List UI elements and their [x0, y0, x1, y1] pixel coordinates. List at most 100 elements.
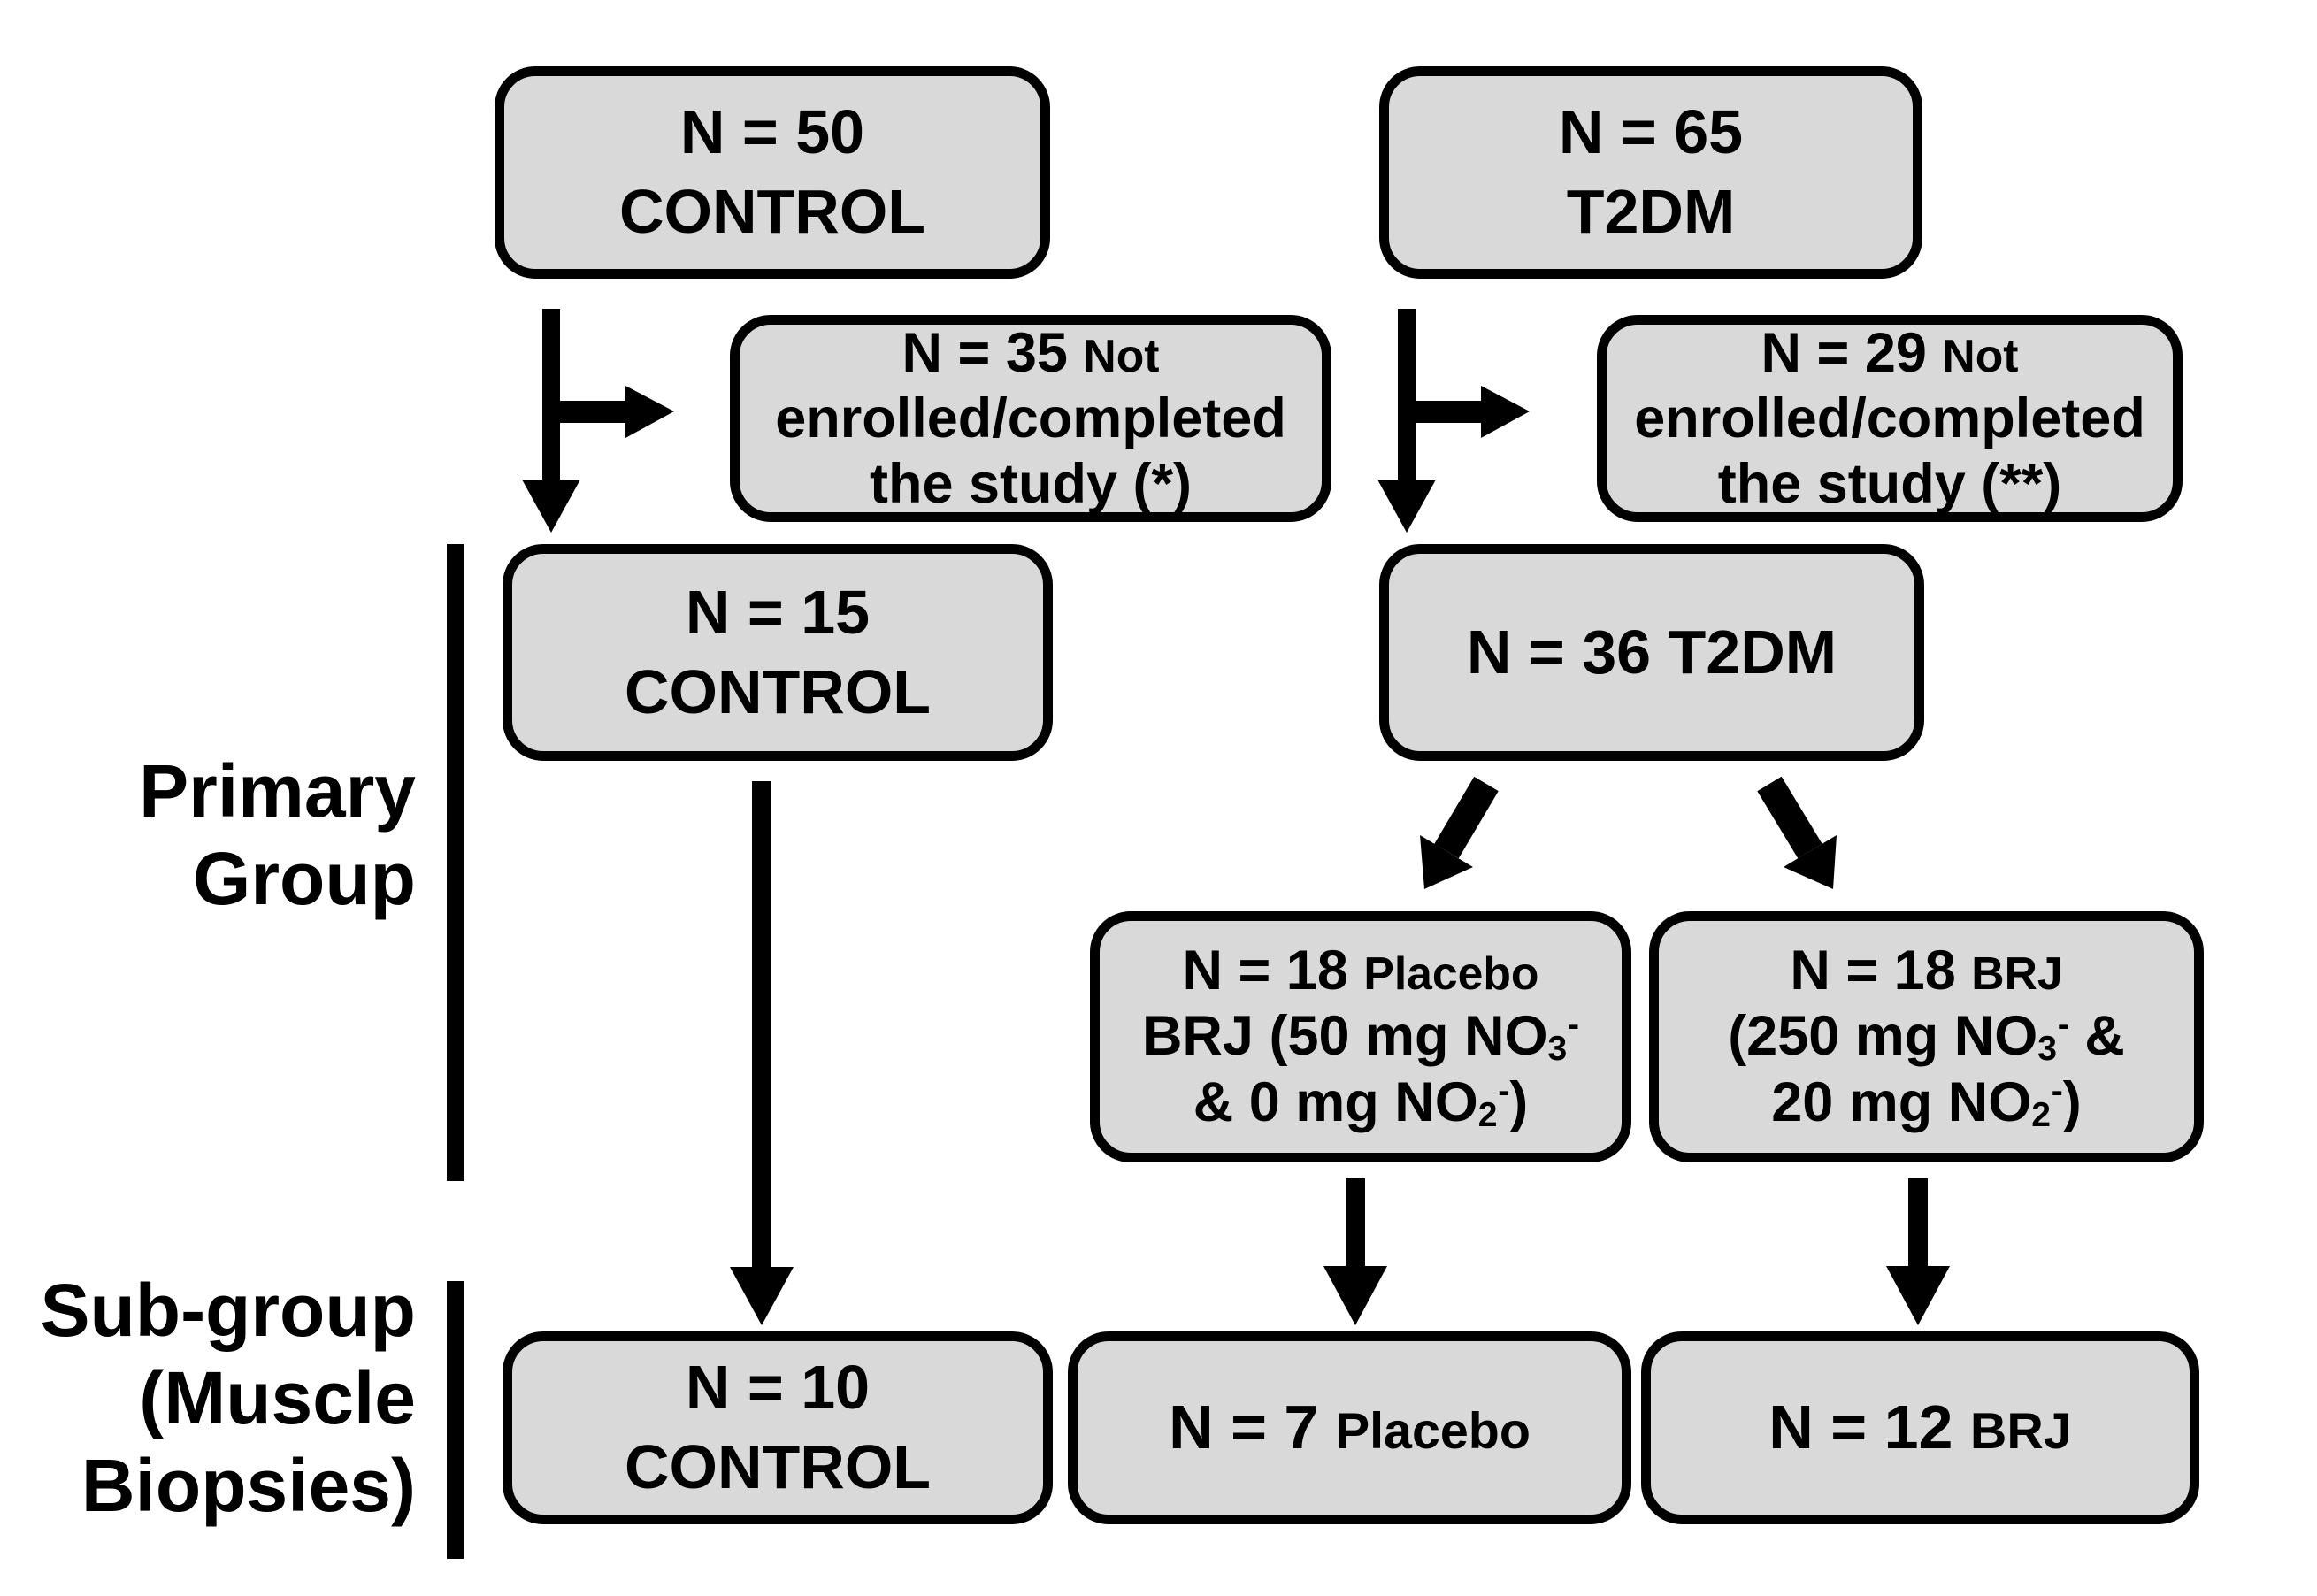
- brj-group-box: N = 18 BRJ(250 mg NO3- &20 mg NO2-): [1649, 911, 2204, 1162]
- placebo-biopsy-arrow-shaft: [1346, 1178, 1365, 1269]
- box-line: N = 50: [680, 93, 864, 173]
- t2dm-excluded-arrow-shaft: [1416, 401, 1481, 423]
- box-text-segment: (250 mg NO: [1728, 1005, 2038, 1068]
- box-text-segment: N = 7: [1169, 1393, 1336, 1462]
- box-line: BRJ (50 mg NO3-: [1142, 1003, 1579, 1070]
- box-line: the study (*): [870, 451, 1192, 517]
- box-text-segment: N = 29: [1761, 321, 1943, 384]
- box-text-segment: BRJ: [1971, 947, 2063, 999]
- t2dm-down-arrow-head: [1377, 480, 1436, 533]
- box-text-segment: Placebo: [1363, 947, 1539, 999]
- control-down-arrow-head: [522, 480, 580, 533]
- primary-group-bar: [447, 544, 464, 1181]
- t2dm-brj-arrow-shaft: [1757, 776, 1822, 859]
- sub-group-label: Sub-group (Muscle Biopsies): [18, 1267, 416, 1530]
- brj-biopsy-box: N = 12 BRJ: [1641, 1331, 2199, 1524]
- box-line: the study (**): [1718, 451, 2062, 517]
- box-line: enrolled/completed: [775, 386, 1286, 451]
- control-biopsy-arrow-shaft: [752, 781, 771, 1270]
- box-text-segment: CONTROL: [624, 656, 932, 726]
- t2dm-down-arrow-shaft: [1398, 309, 1416, 482]
- box-text-segment: -: [2051, 1071, 2063, 1110]
- box-text-segment: N = 65: [1558, 97, 1744, 167]
- box-line: & 0 mg NO2-): [1193, 1070, 1529, 1136]
- placebo-biopsy-arrow-head: [1323, 1266, 1387, 1325]
- box-text-segment: CONTROL: [618, 177, 926, 246]
- box-line: CONTROL: [625, 1428, 931, 1508]
- box-text-segment: N = 12: [1768, 1393, 1970, 1462]
- box-text-segment: -: [1498, 1071, 1510, 1110]
- sub-group-label-line3: Biopsies): [81, 1444, 416, 1528]
- control-excluded-arrow-head: [625, 386, 674, 438]
- box-text-segment: ): [2062, 1071, 2082, 1134]
- box-line: N = 29 Not: [1761, 320, 2019, 386]
- primary-group-label-line1: Primary: [139, 749, 416, 833]
- t2dm-placebo-arrow-shaft: [1434, 776, 1499, 859]
- t2dm-excluded-arrow-head: [1481, 386, 1530, 438]
- box-text-segment: N = 50: [679, 97, 865, 167]
- box-text-segment: Not: [1083, 329, 1160, 381]
- box-text-segment: -: [2057, 1005, 2069, 1044]
- box-line: N = 18 Placebo: [1183, 938, 1539, 1003]
- brj-biopsy-arrow-head: [1886, 1266, 1950, 1325]
- box-text-segment: 20 mg NO: [1771, 1071, 2032, 1134]
- box-line: N = 10: [686, 1348, 870, 1428]
- box-text-segment: -: [1568, 1005, 1580, 1044]
- control-down-arrow-shaft: [542, 309, 560, 482]
- box-line: (250 mg NO3- &: [1728, 1003, 2125, 1070]
- box-line: N = 36 T2DM: [1467, 613, 1837, 693]
- box-text-segment: N = 18: [1790, 939, 1972, 1001]
- box-text-segment: the study (*): [869, 453, 1192, 516]
- box-text-segment: N = 10: [685, 1353, 871, 1423]
- box-text-segment: 3: [1547, 1030, 1568, 1069]
- control-biopsy-arrow-head: [730, 1267, 794, 1325]
- control-enrolled-box: N = 15 CONTROL: [503, 544, 1053, 761]
- placebo-biopsy-box: N = 7 Placebo: [1068, 1331, 1631, 1524]
- box-text-segment: enrolled/completed: [1634, 387, 2145, 449]
- sub-group-bar: [447, 1281, 464, 1559]
- box-line: enrolled/completed: [1634, 386, 2145, 451]
- box-text-segment: 3: [2037, 1030, 2058, 1069]
- box-line: N = 12 BRJ: [1768, 1388, 2071, 1468]
- box-text-segment: 2: [2031, 1096, 2052, 1134]
- box-text-segment: enrolled/completed: [775, 387, 1286, 449]
- sub-group-label-line1: Sub-group: [40, 1269, 416, 1352]
- primary-group-label-line2: Group: [193, 837, 416, 921]
- box-line: CONTROL: [625, 653, 931, 733]
- box-text-segment: &: [2068, 1005, 2125, 1068]
- box-line: CONTROL: [619, 173, 925, 252]
- brj-biopsy-arrow-shaft: [1908, 1178, 1928, 1269]
- box-line: N = 35 Not: [902, 320, 1160, 386]
- box-line: N = 18 BRJ: [1790, 938, 2062, 1003]
- box-text-segment: & 0 mg NO: [1193, 1071, 1478, 1134]
- t2dm-enrolled-box: N = 36 T2DM: [1379, 544, 1924, 761]
- box-text-segment: N = 15: [685, 577, 871, 647]
- primary-group-label: Primary Group: [71, 748, 416, 923]
- t2dm-brj-arrow-head: [1784, 835, 1837, 889]
- t2dm-placebo-arrow-head: [1420, 835, 1473, 889]
- box-text-segment: the study (**): [1717, 453, 2062, 516]
- box-text-segment: BRJ (50 mg NO: [1141, 1005, 1548, 1068]
- control-biopsy-box: N = 10 CONTROL: [503, 1331, 1053, 1524]
- box-text-segment: N = 36 T2DM: [1466, 617, 1837, 687]
- box-text-segment: BRJ: [1969, 1403, 2072, 1461]
- box-text-segment: 2: [1477, 1096, 1498, 1134]
- box-line: 20 mg NO2-): [1771, 1070, 2082, 1136]
- t2dm-initial-box: N = 65 T2DM: [1379, 66, 1922, 279]
- sub-group-label-line2: (Muscle: [139, 1356, 416, 1440]
- box-text-segment: N = 18: [1182, 939, 1364, 1001]
- box-text-segment: ): [1509, 1071, 1529, 1134]
- box-text-segment: Not: [1942, 329, 2019, 381]
- control-initial-box: N = 50 CONTROL: [495, 66, 1050, 279]
- box-line: N = 15: [686, 573, 870, 653]
- box-text-segment: N = 35: [901, 321, 1084, 384]
- box-text-segment: CONTROL: [624, 1432, 932, 1501]
- box-line: N = 65: [1559, 93, 1743, 173]
- box-text-segment: Placebo: [1335, 1403, 1531, 1461]
- box-text-segment: T2DM: [1566, 177, 1736, 246]
- box-line: T2DM: [1567, 173, 1736, 252]
